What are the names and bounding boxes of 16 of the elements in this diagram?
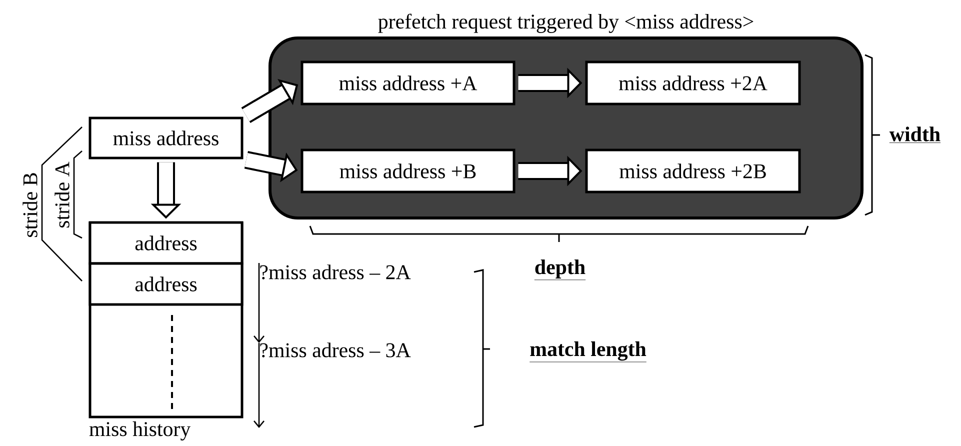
- match-label: ?miss adress – 3A: [260, 342, 411, 358]
- stride-label: stride B: [22, 173, 38, 237]
- table-cell: address: [88, 262, 244, 306]
- address-box: miss address +A: [300, 60, 516, 106]
- address-box: miss address +2A: [585, 60, 801, 106]
- node-label: prefetch request triggered by <miss address>: [378, 14, 754, 33]
- stride-label: stride A: [54, 162, 70, 228]
- address-box: miss address +2B: [585, 148, 801, 194]
- address-box: miss address +B: [300, 148, 516, 194]
- match-label: ?miss adress – 2A: [260, 264, 411, 280]
- address-box: miss address: [88, 116, 244, 160]
- dimension-label: match length: [529, 341, 647, 362]
- node-label: miss history: [89, 421, 191, 440]
- dimension-label: depth: [534, 260, 586, 280]
- dimension-label: width: [889, 126, 941, 143]
- table-cell: address: [88, 221, 244, 265]
